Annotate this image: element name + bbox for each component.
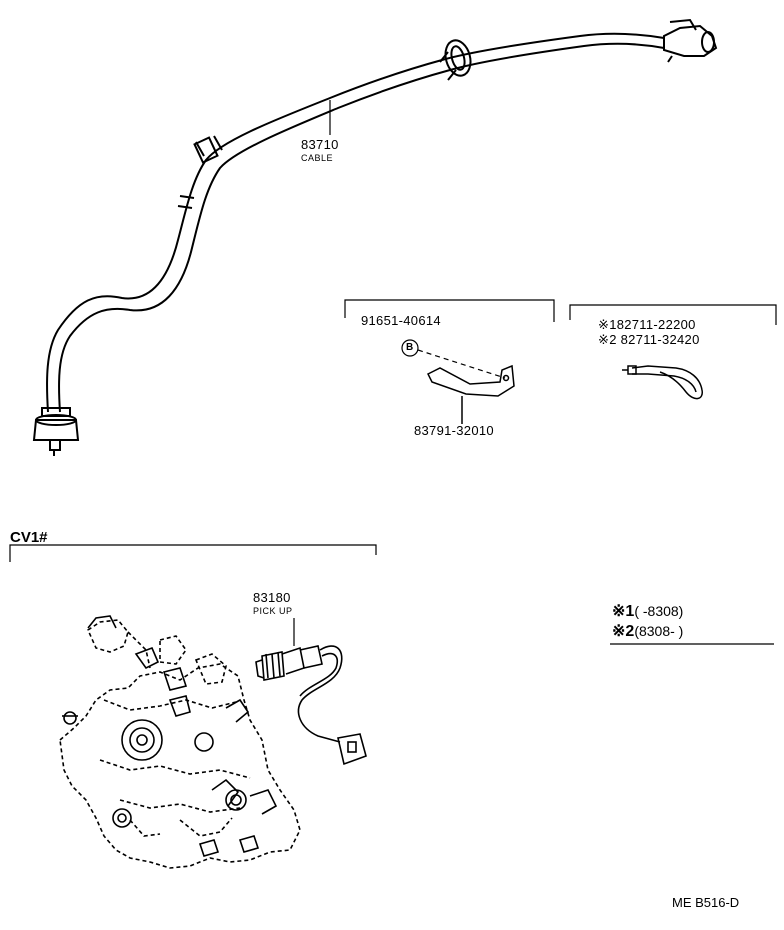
note-1: ※1( -8308) [612,604,683,620]
bracket-group-outline [344,299,555,322]
bracket-drawing [426,364,515,424]
cable-part-name: CABLE [301,153,334,163]
harness-part-number-2: ※2 82711-32420 [598,332,700,347]
bolt-part-number: 91651-40614 [361,313,441,328]
diagram-code: ME B516-D [672,895,740,910]
wire-harness-drawing [622,365,703,400]
injection-pump-drawing [59,615,301,869]
note-1-mark: ※1 [612,603,635,620]
note-2-mark: ※2 [612,623,635,640]
note-1-range: ( -8308) [634,603,684,619]
harness-part-number-1: ※182711-22200 [598,317,696,332]
speedometer-cable-drawing [32,18,718,456]
pickup-part-name: PICK UP [253,606,293,616]
bolt-marker-icon [401,339,506,379]
note-2: ※2(8308- ) [612,624,683,640]
cable-part-number: 83710 [301,137,339,152]
cv1-group-label: CV1# [10,529,48,546]
bracket-part-number: 83791-32010 [414,423,494,438]
bolt-marker-label: B [406,342,414,353]
harness-group-outline [569,304,777,325]
note-2-range: (8308- ) [634,623,684,639]
pickup-sensor-drawing [255,645,367,766]
pickup-part-number: 83180 [253,590,291,605]
cv1-group-outline [9,544,377,562]
